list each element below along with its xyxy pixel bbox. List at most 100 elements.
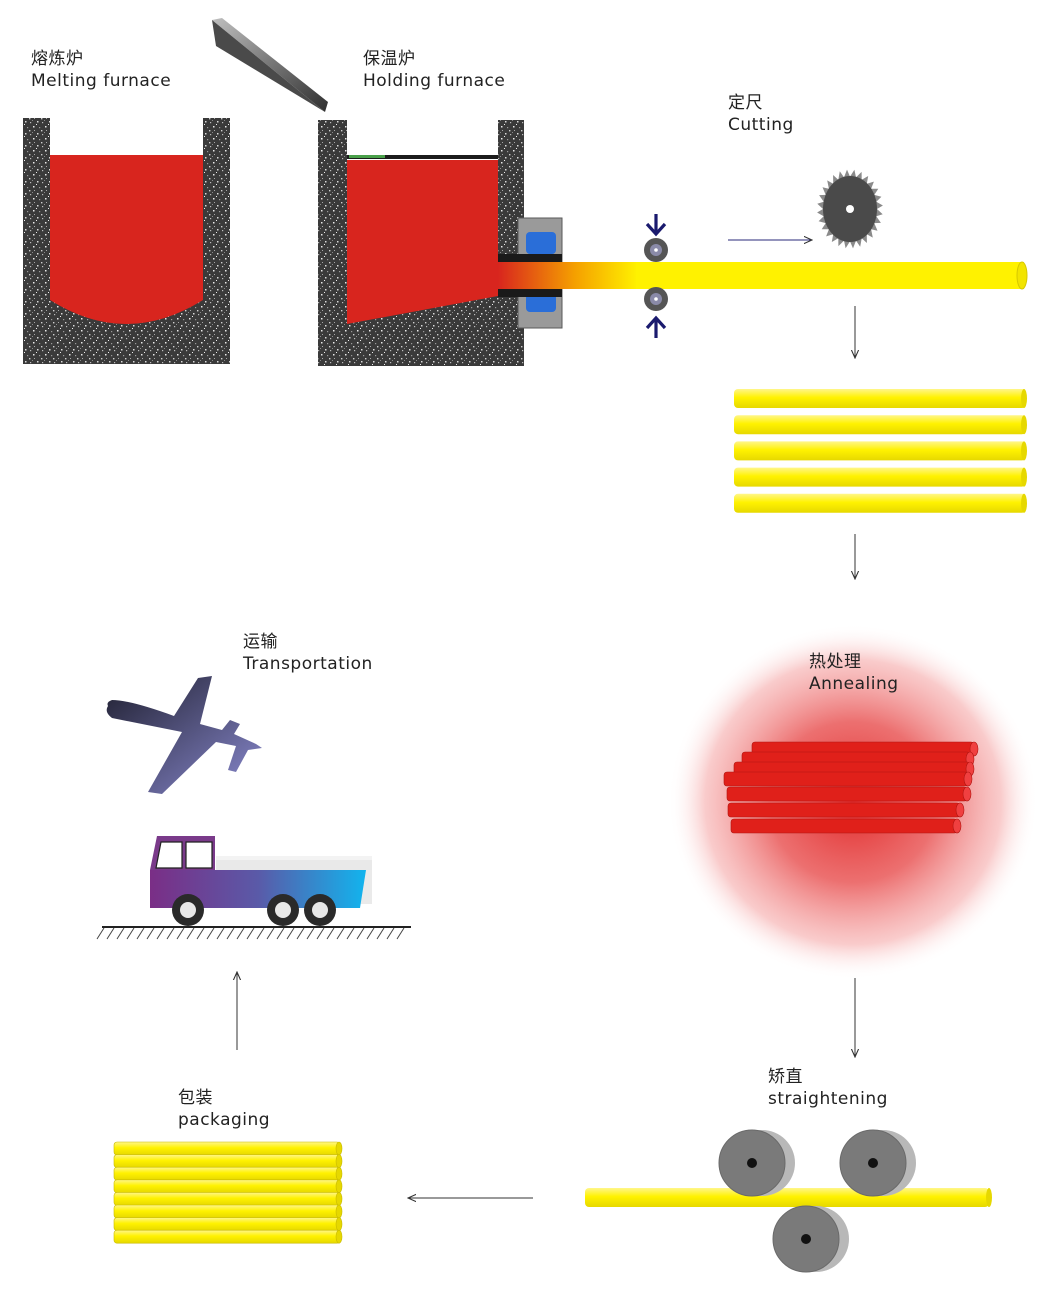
ground-hatch — [276, 927, 285, 940]
ground-hatch — [286, 927, 295, 940]
rod-end — [335, 1217, 343, 1231]
label-straightening: 矫直 straightening — [768, 1066, 888, 1110]
cut-rod — [734, 415, 1026, 435]
label-en: Holding furnace — [363, 71, 506, 91]
label-zh: 熔炼炉 — [31, 49, 84, 69]
label-en: Transportation — [243, 654, 373, 674]
ground-hatch — [156, 927, 165, 940]
ground-hatch — [216, 927, 225, 940]
annealed-rod — [730, 818, 958, 834]
packaged-rod — [113, 1217, 341, 1231]
ground-hatch — [96, 927, 105, 940]
packaging-bundle — [113, 1141, 343, 1244]
rod-end — [1021, 415, 1027, 435]
ground-hatch — [126, 927, 135, 940]
ground-hatch — [186, 927, 195, 940]
label-transportation: 运输 Transportation — [243, 631, 373, 675]
ground-hatch — [136, 927, 145, 940]
rod-end — [335, 1141, 343, 1156]
label-en: Annealing — [809, 674, 899, 694]
rod-end — [962, 786, 972, 802]
packaged-rod — [113, 1179, 341, 1194]
airplane-icon — [106, 676, 263, 794]
rod-end — [963, 771, 973, 787]
annealed-rod — [726, 786, 968, 802]
molten-metal — [50, 155, 203, 324]
ground-hatch — [336, 927, 345, 940]
ground-hatch — [196, 927, 205, 940]
label-zh: 保温炉 — [363, 49, 416, 69]
label-zh: 运输 — [243, 632, 278, 652]
packaged-rod — [113, 1229, 341, 1244]
label-zh: 定尺 — [728, 93, 763, 113]
cut-rod — [734, 467, 1026, 487]
melting-furnace — [23, 118, 230, 364]
flow-arrows — [237, 306, 855, 1198]
roller-axle — [747, 1158, 757, 1168]
roller-axle — [868, 1158, 878, 1168]
ground-hatch — [366, 927, 375, 940]
cut-rod — [734, 441, 1026, 461]
rod-end — [952, 818, 962, 834]
rod-end — [335, 1204, 343, 1219]
label-melting-furnace: 熔炼炉 Melting furnace — [31, 48, 171, 92]
holding-furnace — [318, 120, 563, 366]
ground-hatch — [226, 927, 235, 940]
ground-hatch — [246, 927, 255, 940]
label-holding-furnace: 保温炉 Holding furnace — [363, 48, 505, 92]
ground-hatch — [376, 927, 385, 940]
label-packaging: 包装 packaging — [178, 1087, 270, 1131]
label-en: Melting furnace — [31, 71, 172, 91]
rod-end — [335, 1166, 343, 1181]
ground-hatch — [236, 927, 245, 940]
label-zh: 矫直 — [768, 1067, 803, 1087]
ground-hatch — [386, 927, 395, 940]
ground-hatch — [306, 927, 315, 940]
ground-hatch — [146, 927, 155, 940]
ground-hatch — [296, 927, 305, 940]
ground-hatch — [326, 927, 335, 940]
saw-blade-icon — [728, 169, 883, 249]
rod-end — [1021, 389, 1027, 408]
ground-hatch — [266, 927, 275, 940]
cut-rod-stack — [734, 389, 1027, 513]
packaged-rod — [113, 1154, 341, 1168]
ground-hatch — [106, 927, 115, 940]
ground-hatch — [176, 927, 185, 940]
continuous-rod — [498, 261, 1028, 290]
label-zh: 热处理 — [809, 652, 862, 672]
label-en: Cutting — [728, 115, 794, 135]
saw-hub — [846, 205, 854, 213]
straightening-unit — [585, 1129, 992, 1273]
label-annealing: 热处理 Annealing — [809, 651, 899, 695]
ground-hatch — [206, 927, 215, 940]
ground-hatch — [396, 927, 405, 940]
label-cutting: 定尺 Cutting — [728, 92, 794, 136]
rod-end — [1021, 441, 1027, 461]
rod-end — [955, 802, 965, 818]
roller-axle — [801, 1234, 811, 1244]
rod-end — [335, 1179, 343, 1194]
ground-hatch — [116, 927, 125, 940]
truck-icon — [96, 836, 411, 940]
ground-hatch — [166, 927, 175, 940]
ground-hatch — [316, 927, 325, 940]
packaged-rod — [113, 1166, 341, 1181]
ground-hatch — [256, 927, 265, 940]
rod-end — [335, 1154, 343, 1168]
cut-rod — [734, 389, 1026, 408]
annealed-rod — [727, 802, 961, 818]
rod-end — [335, 1192, 343, 1206]
molten-metal — [347, 160, 498, 324]
cut-rod — [734, 493, 1026, 513]
label-en: straightening — [768, 1089, 888, 1109]
packaged-rod — [113, 1192, 341, 1206]
pouring-ladle-icon — [212, 18, 328, 112]
rod-end — [1021, 467, 1027, 487]
rod-end — [335, 1229, 343, 1244]
packaged-rod — [113, 1141, 341, 1156]
label-zh: 包装 — [178, 1088, 213, 1108]
annealed-rod — [723, 771, 969, 787]
annealing-zone — [668, 624, 1038, 980]
